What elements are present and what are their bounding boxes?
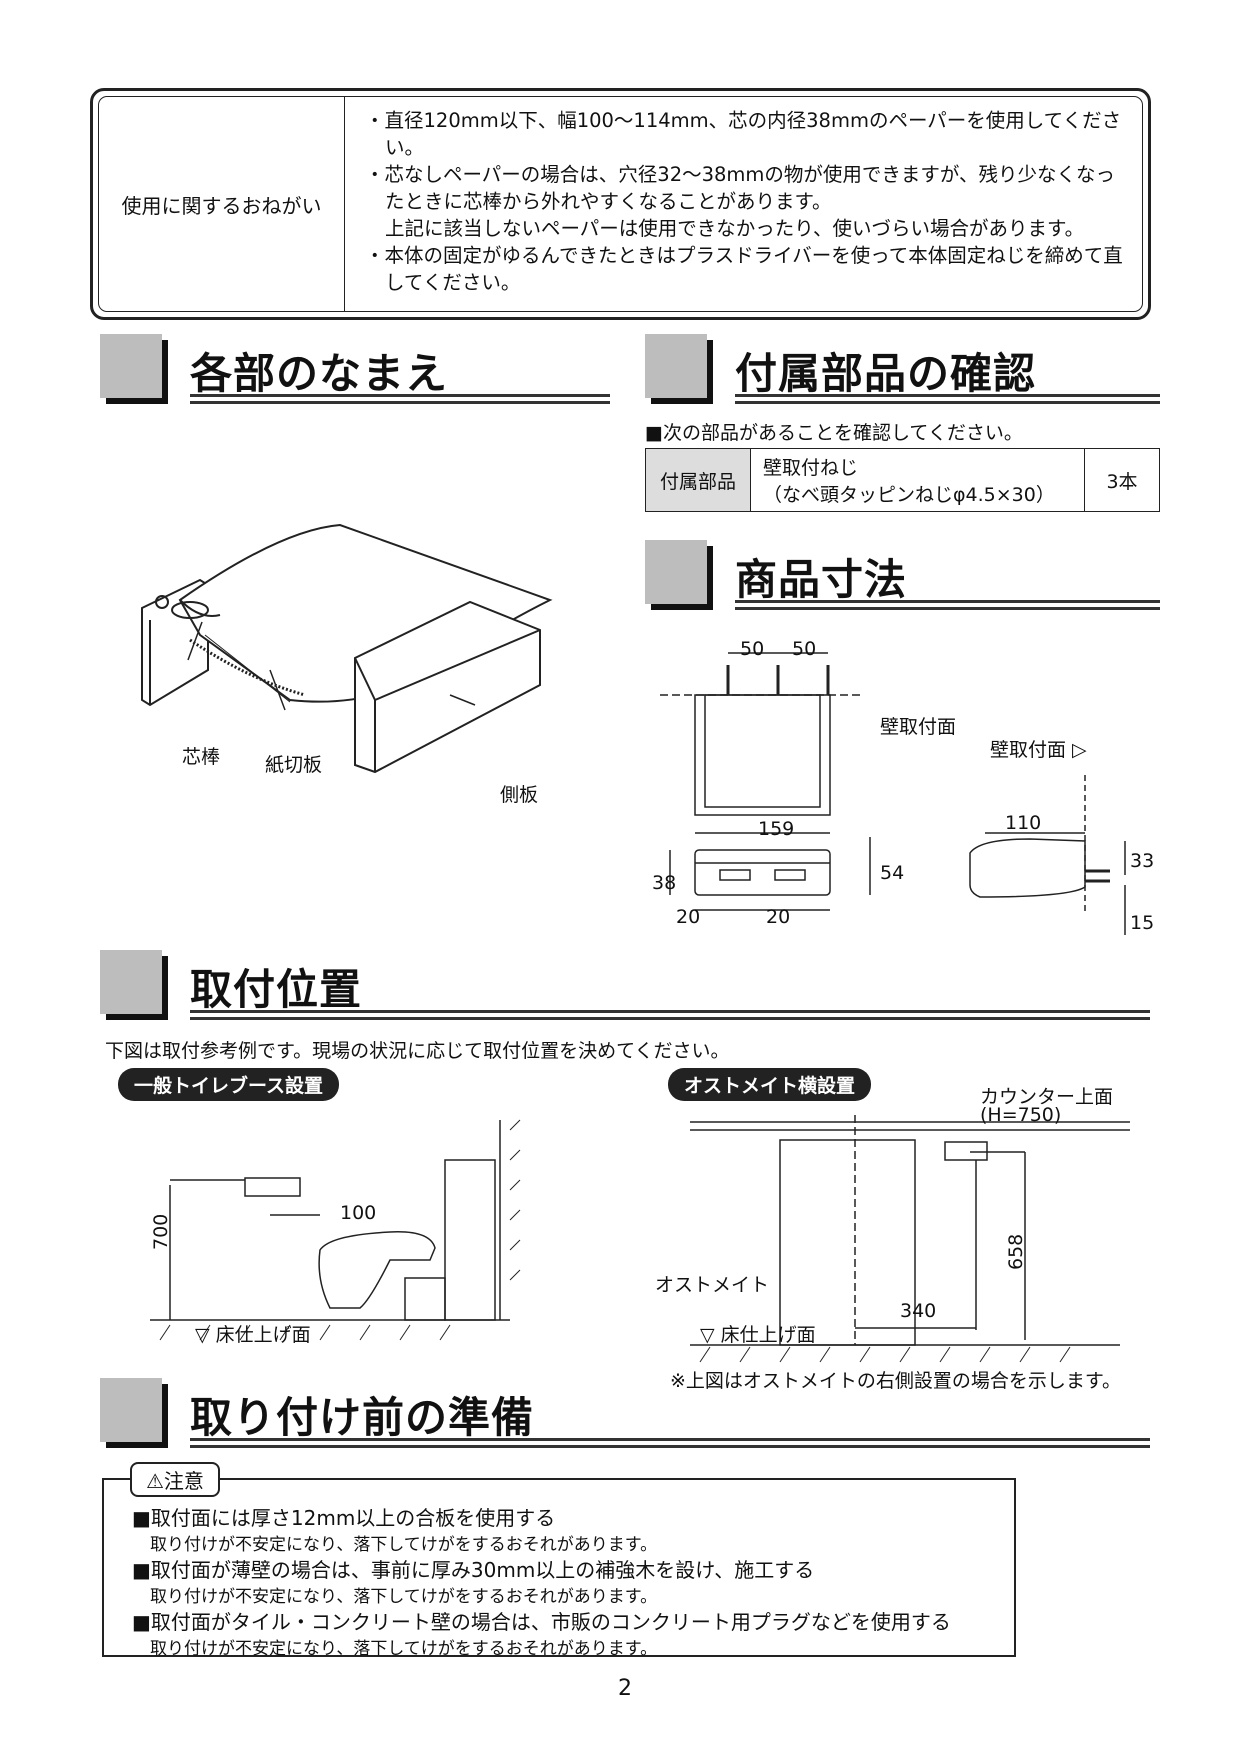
notice-body: ・直径120mm以下、幅100〜114mm、芯の内径38mmのペーパーを使用して…: [345, 97, 1142, 311]
parts-table: 付属部品 壁取付ねじ （なべ頭タッピンねじφ4.5×30） 3本: [645, 448, 1160, 512]
caution-box: [102, 1478, 1016, 1657]
section-header-position: 取付位置: [100, 950, 1160, 1030]
section-header-parts: 付属部品の確認: [645, 334, 1165, 414]
position-h700: 700: [150, 1213, 172, 1250]
dim-depth: 110: [1005, 812, 1042, 834]
caution-head: ■取付面が薄壁の場合は、事前に厚み30mm以上の補強木を設け、施工する: [132, 1558, 815, 1582]
position-footnote: ※上図はオストメイトの右側設置の場合を示します。: [670, 1370, 1122, 1392]
dim-width: 159: [758, 818, 795, 840]
label-cutter: 紙切板: [265, 754, 323, 776]
section-header-names: 各部のなまえ: [100, 334, 620, 414]
page-number: 2: [618, 1676, 632, 1701]
position-intro: 下図は取付参考例です。現場の状況に応じて取付位置を決めてください。: [105, 1040, 730, 1062]
dim-top-b: 50: [792, 638, 817, 660]
dim-wall-surface: 壁取付面: [880, 716, 957, 738]
parts-row-label: 付属部品: [645, 448, 751, 512]
section-title: 付属部品の確認: [735, 349, 1037, 398]
position-counter: カウンター上面: [980, 1086, 1114, 1108]
dim-d15: 15: [1130, 912, 1155, 934]
dim-wall-surface-side: 壁取付面 ▷: [990, 739, 1087, 761]
notice-item: ・本体の固定がゆるんできたときはプラスドライバーを使って本体固定ねじを締めて直し…: [365, 244, 1123, 294]
position-w340: 340: [900, 1300, 937, 1322]
section-title: 取り付け前の準備: [190, 1393, 535, 1442]
section-marker: [100, 950, 162, 1014]
label-core: 芯棒: [182, 746, 221, 768]
dim-h54: 54: [880, 862, 905, 884]
parts-intro: ■次の部品があることを確認してください。: [645, 422, 1023, 444]
pill-ostomate: オストメイト横設置: [668, 1068, 872, 1101]
parts-item-name: 壁取付ねじ: [763, 457, 859, 479]
position-counter-h: (H=750): [980, 1104, 1062, 1126]
position-off100: 100: [340, 1202, 377, 1224]
section-header-dimensions: 商品寸法: [645, 540, 1165, 620]
toilet-booth-drawing: [150, 1119, 521, 1341]
position-floor-right: ▽ 床仕上げ面: [700, 1324, 816, 1346]
notice-item: ・芯なしペーパーの場合は、穴径32〜38mmの物が使用できますが、残り少なくなっ…: [365, 163, 1116, 213]
dim-b20a: 20: [676, 906, 701, 928]
position-h658: 658: [1005, 1233, 1027, 1270]
parts-item: 壁取付ねじ （なべ頭タッピンねじφ4.5×30）: [750, 448, 1085, 512]
parts-item-spec: （なべ頭タッピンねじφ4.5×30）: [763, 484, 1055, 506]
usage-notice-box: 使用に関するおねがい ・直径120mm以下、幅100〜114mm、芯の内径38m…: [90, 88, 1151, 320]
ostomate-drawing: [690, 1115, 1130, 1363]
caution-sub: 取り付けが不安定になり、落下してけがをするおそれがあります。: [150, 1535, 658, 1555]
dim-b20b: 20: [766, 906, 791, 928]
section-title: 取付位置: [190, 965, 363, 1014]
pill-toilet-booth: 一般トイレブース設置: [118, 1068, 340, 1101]
notice-item: ・直径120mm以下、幅100〜114mm、芯の内径38mmのペーパーを使用して…: [365, 109, 1122, 159]
dimension-drawing: [660, 652, 1126, 935]
caution-sub: 取り付けが不安定になり、落下してけがをするおそれがあります。: [150, 1639, 658, 1659]
parts-qty: 3本: [1084, 448, 1160, 512]
section-marker: [645, 540, 707, 604]
notice-label: 使用に関するおねがい: [99, 97, 345, 311]
product-illustration: [141, 523, 553, 774]
section-title: 商品寸法: [735, 555, 908, 604]
position-floor-left: ▽ 床仕上げ面: [195, 1324, 311, 1346]
notice-item: 上記に該当しないペーパーは使用できなかったり、使いづらい場合があります。: [385, 217, 1085, 240]
dim-d33: 33: [1130, 850, 1155, 872]
caution-tag: ⚠注意: [130, 1462, 220, 1497]
caution-sub: 取り付けが不安定になり、落下してけがをするおそれがあります。: [150, 1587, 658, 1607]
section-header-preparation: 取り付け前の準備: [100, 1378, 1160, 1458]
caution-head: ■取付面がタイル・コンクリート壁の場合は、市販のコンクリート用プラグなどを使用す…: [132, 1610, 951, 1634]
dim-top-a: 50: [740, 638, 765, 660]
position-ostomate: オストメイト: [655, 1274, 770, 1296]
caution-head: ■取付面には厚さ12mm以上の合板を使用する: [132, 1506, 556, 1530]
section-title: 各部のなまえ: [190, 349, 449, 398]
dim-h38: 38: [652, 872, 677, 894]
section-marker: [645, 334, 707, 398]
section-marker: [100, 334, 162, 398]
section-marker: [100, 1378, 162, 1442]
label-side: 側板: [500, 784, 539, 806]
